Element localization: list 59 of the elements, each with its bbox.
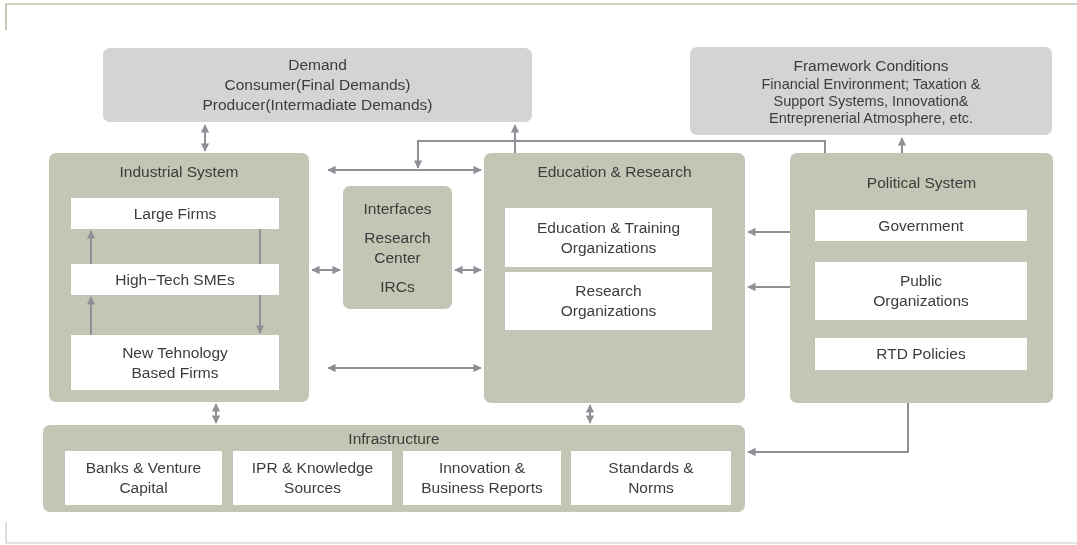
panel-title: Political System <box>866 173 977 193</box>
connector-arrow <box>747 402 909 457</box>
component-box <box>815 338 1027 370</box>
connector-arrow <box>255 294 265 334</box>
box-label: Education & Training Organizations <box>535 217 681 258</box>
connector-arrow <box>747 282 791 292</box>
box-label: Consumer(Final Demands) <box>224 75 411 95</box>
component-box <box>403 451 561 505</box>
panel-title: Framework Conditions <box>793 55 949 76</box>
component-box <box>571 451 731 505</box>
box-label: Banks & Venture Capital <box>84 458 203 498</box>
box-label: RTD Policies <box>876 344 966 364</box>
panel-title: Education & Research <box>537 162 692 182</box>
box-label: New Tehnology Based Firms <box>121 342 229 383</box>
connector-arrow <box>413 140 826 169</box>
panel-title: Interfaces <box>363 198 432 219</box>
panel-title: Infrastructure <box>348 429 440 449</box>
box-label: IRCs <box>380 276 415 297</box>
component-box <box>71 335 279 390</box>
box-label: IPR & Knowledge Sources <box>250 458 375 498</box>
box-label: Large Firms <box>133 203 217 224</box>
component-box <box>505 272 712 330</box>
connector-arrow <box>86 296 96 336</box>
box-label: Standards & Norms <box>607 458 695 498</box>
component-box <box>815 262 1027 320</box>
box-label: Government <box>878 215 964 236</box>
component-box <box>65 451 222 505</box>
system-panel <box>484 153 745 403</box>
component-box <box>815 210 1027 241</box>
component-box <box>71 198 279 229</box>
system-panel <box>49 153 309 402</box>
connector-arrow <box>200 124 210 152</box>
box-label: Research Center <box>363 227 432 268</box>
box-label: Innovation & Business Reports <box>420 458 544 498</box>
context-panel <box>690 47 1052 135</box>
connector-arrow <box>897 137 907 154</box>
system-panel <box>343 186 452 309</box>
box-label: Research Organizations <box>559 281 658 321</box>
panel-title: Industrial System <box>119 162 239 182</box>
component-box <box>233 451 392 505</box>
system-panel <box>43 425 745 512</box>
system-panel <box>790 153 1053 403</box>
box-label: Public Organizations <box>872 271 970 311</box>
box-label: Financial Environment; Taxation & Support Systems, Innovation& Entreprenerial Atmosphere, etc. <box>760 75 982 127</box>
connector-arrow <box>86 230 96 265</box>
panel-title: Demand <box>288 55 347 75</box>
component-box <box>71 264 279 295</box>
component-box <box>505 208 712 267</box>
connector-arrow <box>585 404 595 424</box>
connector-arrow <box>211 403 221 424</box>
connector-arrow <box>454 265 482 275</box>
box-label: Producer(Intermadiate Demands) <box>202 95 433 115</box>
connector-arrow <box>510 124 520 154</box>
box-label: High−Tech SMEs <box>115 269 235 290</box>
connector-arrow <box>327 363 482 373</box>
connector-arrow <box>311 265 341 275</box>
context-panel <box>103 48 532 122</box>
connector-arrow <box>747 227 791 237</box>
connector-arrow <box>327 165 482 175</box>
